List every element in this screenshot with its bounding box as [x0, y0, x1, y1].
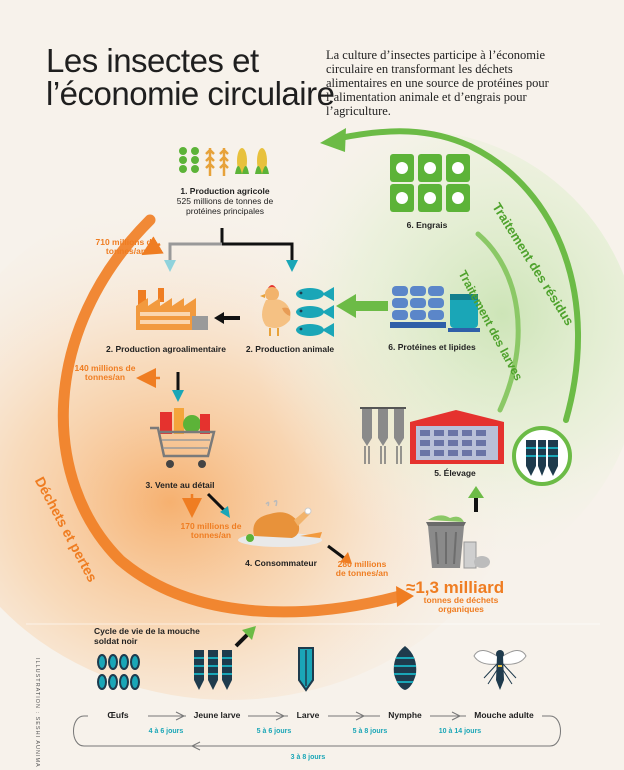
waste-total-unit: tonnes de déchets organiques	[423, 595, 499, 614]
insect-farm-icon	[360, 407, 504, 464]
loss-710: 710 millions de tonnes/an	[95, 237, 157, 256]
waste-arc	[57, 214, 406, 618]
factory-icon	[136, 288, 208, 330]
duration-2: 5 à 6 jours	[256, 728, 292, 735]
step-3-label: 3. Vente au détail	[145, 480, 215, 490]
page-title: Les insectes et l’économie circulaire	[46, 42, 335, 112]
step-1-title: 1. Production agricole	[180, 186, 270, 196]
duration-4: 10 à 14 jours	[438, 728, 482, 735]
step-2-agro-label: 2. Production agroalimentaire	[106, 344, 226, 354]
larvae-badge-icon	[512, 426, 572, 486]
fertilizer-bags-icon	[390, 154, 470, 212]
eggs-icon	[97, 654, 140, 690]
intro-text: La culture d’insectes participe à l’écon…	[326, 48, 549, 118]
stage-eggs: Œufs	[88, 710, 148, 720]
stage-adult-fly: Mouche adulte	[466, 710, 542, 720]
duration-1: 4 à 6 jours	[148, 728, 184, 735]
crops-icon	[179, 147, 269, 176]
residues-arc	[337, 128, 581, 423]
chicken-icon	[260, 285, 291, 336]
step-2-animal-label: 2. Production animale	[245, 344, 335, 354]
stage-young-larva: Jeune larve	[186, 710, 248, 720]
young-larva-icon	[194, 650, 232, 690]
lifecycle-heading: Cycle de vie de la mouche soldat noir	[94, 626, 200, 646]
duration-3: 5 à 8 jours	[352, 728, 388, 735]
step-1-subtitle: 525 millions de tonnes de protéines prin…	[176, 196, 274, 216]
duration-return: 3 à 8 jours	[290, 754, 326, 761]
loss-140: 140 millions de tonnes/an	[74, 363, 136, 382]
larvae-arc	[475, 231, 521, 413]
roast-chicken-icon	[238, 500, 322, 547]
shopping-cart-icon	[150, 408, 216, 468]
step-4-label: 4. Consommateur	[245, 558, 317, 568]
stage-pupa: Nymphe	[380, 710, 430, 720]
fish-icon	[296, 287, 334, 337]
larva-icon	[298, 647, 314, 692]
adult-fly-icon	[473, 650, 527, 690]
stage-larva: Larve	[288, 710, 328, 720]
loss-170: 170 millions de tonnes/an	[180, 521, 242, 540]
protein-sacks-icon	[390, 286, 480, 332]
loss-280: 280 millions de tonnes/an	[335, 559, 389, 578]
waste-bin-icon	[426, 515, 490, 569]
step-5-label: 5. Élevage	[434, 468, 476, 478]
step-6-fertilizer-label: 6. Engrais	[406, 220, 448, 230]
step-6-proteins-label: 6. Protéines et lipides	[388, 342, 476, 352]
illustration-credit: ILLUSTRATION : SESHI AUNIMA	[34, 658, 40, 768]
pupa-icon	[393, 646, 417, 690]
waste-total: ≈1,3 milliard	[406, 578, 505, 597]
